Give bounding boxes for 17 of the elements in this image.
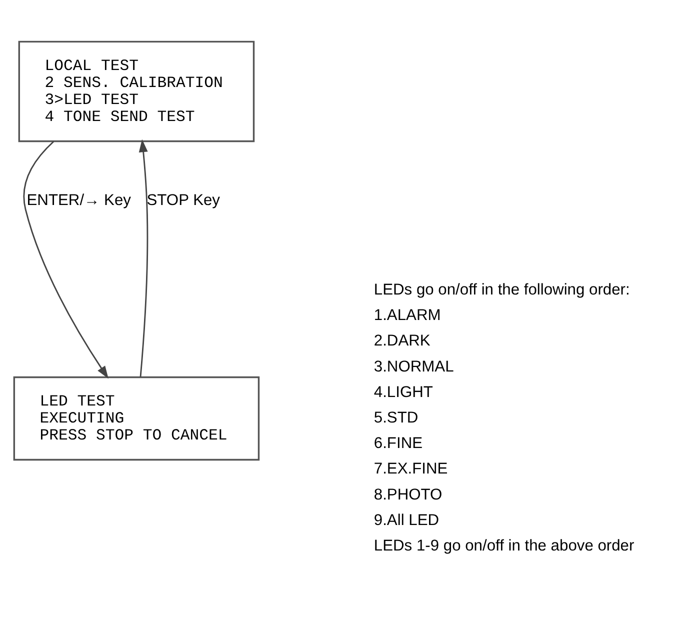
label: 4.LIGHT [374,384,433,401]
label: 2.DARK [374,332,430,350]
arrow [23,141,108,379]
label: 5.STD [374,409,418,426]
edge-label: ENTER/→ Key [26,192,131,209]
label: 1.ALARM [374,307,441,324]
label: 9.All LED [374,512,440,529]
label: 3.NORMAL [374,358,454,376]
label: 7.EX.FINE [374,460,448,478]
arrow [138,139,148,377]
label: 8.PHOTO [374,486,442,504]
label: LEDs 1-9 go on/off in the above order [374,537,634,554]
label: LEDs go on/off in the following order: [374,281,630,298]
edge-label: STOP Key [146,192,220,209]
label: 6.FINE [374,435,423,452]
node-box: LED TEST EXECUTING PRESS STOP TO CANCEL [13,376,260,461]
node-box: LOCAL TEST 2 SENS. CALIBRATION 3>LED TEST 4 TONE SEND TEST [18,40,255,142]
